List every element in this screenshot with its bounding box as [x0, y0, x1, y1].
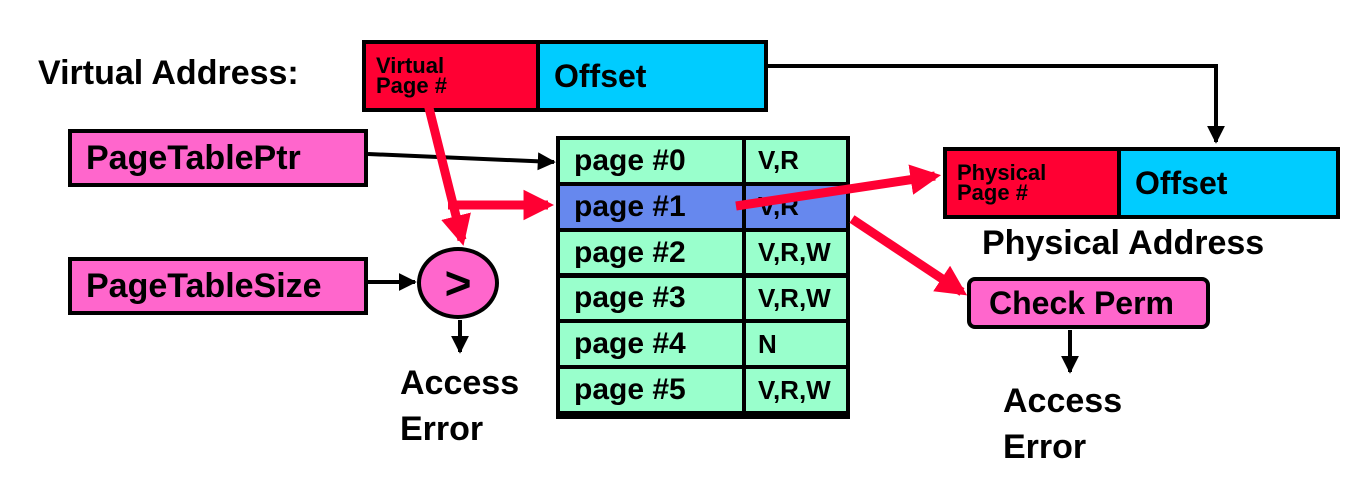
page-table-row: page #4 N [560, 323, 846, 366]
page-table-perm-cell: N [758, 328, 777, 359]
left-error-line1: Access [400, 364, 520, 402]
page-table-page-cell: page #1 [560, 185, 746, 228]
virtual-offset-label: Offset [554, 57, 647, 94]
page-table: page #0 V,R page #1 V,R page #2 V,R,W page #3 V… [556, 136, 850, 419]
page-table-page-cell: page #2 [560, 231, 746, 274]
page-table-row: page #3 V,R,W [560, 277, 846, 320]
check-perm-label: Check Perm [989, 285, 1174, 321]
comparator-symbol: > [444, 257, 472, 309]
left-access-error: Access Error [400, 360, 519, 452]
physical-offset-field: Offset [1121, 147, 1340, 219]
vpn-to-comparator-arrow [423, 102, 471, 246]
check-perm-box: Check Perm [967, 277, 1210, 329]
comparator-circle: > [417, 247, 499, 319]
right-error-line2: Error [1003, 428, 1087, 466]
right-error-line1: Access [1003, 382, 1123, 420]
virtual-page-number-field: Virtual Page # [362, 40, 540, 112]
ppn-label-line2: Page # [957, 180, 1028, 205]
page-table-perm-cell: V,R,W [758, 237, 831, 268]
page-table-size-label: PageTableSize [86, 267, 322, 305]
page-table-page-cell: page #4 [560, 323, 746, 366]
physical-address-label: Physical Address [982, 224, 1265, 262]
offset-copy-arrow [768, 64, 1225, 144]
page-table-perm-cell: V,R,W [758, 282, 831, 313]
page-table-row: page #5 V,R,W [560, 369, 846, 411]
page-table-page-cell: page #5 [560, 369, 746, 411]
virtual-address-box: Virtual Page # Offset [362, 40, 768, 112]
page-table-page-cell: page #3 [560, 277, 746, 320]
right-access-error: Access Error [1003, 378, 1122, 470]
vpn-label-line2: Page # [376, 73, 447, 98]
page-table-page-cell: page #0 [560, 140, 746, 182]
vpn-label-line1: Virtual [376, 53, 445, 78]
virtual-address-label: Virtual Address: [38, 54, 299, 92]
left-error-line2: Error [400, 410, 484, 448]
page-table-perm-cell: V,R [758, 145, 799, 176]
page-table-perm-cell: V,R,W [758, 374, 831, 405]
page-table-ptr-register: PageTablePtr [68, 129, 368, 187]
ptr-to-table-arrow [367, 152, 556, 171]
entry-to-checkperm-arrow [849, 215, 968, 296]
page-table-row: page #1 V,R [560, 185, 846, 228]
physical-address-box: Physical Page # Offset [943, 147, 1340, 219]
page-table-ptr-label: PageTablePtr [86, 139, 301, 177]
page-table-row: page #2 V,R,W [560, 231, 846, 274]
physical-page-number-field: Physical Page # [943, 147, 1121, 219]
page-table-row: page #0 V,R [560, 140, 846, 182]
page-table-size-register: PageTableSize [68, 257, 368, 315]
ppn-label-line1: Physical [957, 160, 1047, 185]
page-table-perm-cell: V,R [758, 191, 799, 222]
physical-offset-label: Offset [1135, 164, 1228, 201]
virtual-offset-field: Offset [540, 40, 768, 112]
